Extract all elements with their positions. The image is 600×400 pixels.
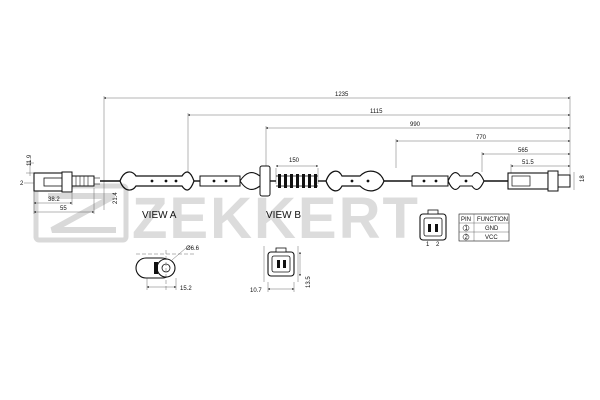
pin-function-table: PIN FUNCTION 1 GND 2 VCC	[458, 213, 510, 242]
table-header-pin: PIN	[461, 217, 471, 223]
table-cell-pin: 1	[465, 226, 469, 232]
table-header-function: FUNCTION	[477, 217, 508, 223]
dimension-lines: 1235 1115 990 770 565 51.5 150	[103, 92, 571, 184]
dim-150: 150	[289, 158, 300, 164]
dim-6-6: Ø6.6	[186, 246, 200, 252]
table-cell-function: VCC	[485, 235, 498, 241]
logo-text: ZEKKERT	[132, 186, 420, 251]
view-b-detail: 10.7 13.5	[250, 246, 312, 294]
table-cell-function: GND	[485, 226, 499, 232]
dim-small-left: 2	[20, 181, 24, 187]
view-a-label: VIEW A	[142, 210, 177, 221]
table-row: 1 GND	[462, 224, 499, 232]
view-b-label: VIEW B	[266, 210, 301, 221]
dim-55: 55	[60, 206, 67, 212]
table-row: 2 VCC	[462, 233, 498, 241]
dim-38-2: 38.2	[48, 197, 60, 203]
zekkert-watermark-logo: ZEKKERT	[33, 183, 420, 251]
svg-text:2: 2	[436, 242, 440, 248]
table-cell-pin: 2	[465, 235, 469, 241]
dim-1235: 1235	[335, 92, 349, 98]
dim-10-7: 10.7	[250, 288, 262, 294]
dim-11-9: 11.9	[27, 154, 33, 166]
dim-21-4: 21.4	[113, 192, 119, 204]
dim-13-5: 13.5	[306, 276, 312, 288]
view-a-detail: Ø6.6 15.2	[135, 246, 200, 292]
svg-text:1: 1	[426, 242, 430, 248]
sensor-head: 11.9 2 38.2 55 21.4	[20, 154, 119, 214]
corrugated-tube	[276, 174, 318, 188]
connector-face-icon: 1 2	[419, 209, 447, 248]
dim-990: 990	[410, 122, 421, 128]
dim-15-2: 15.2	[180, 286, 192, 292]
dim-51-5: 51.5	[522, 160, 534, 166]
dim-small-right: 18	[580, 175, 586, 182]
dim-770: 770	[476, 135, 487, 141]
dim-1115: 1115	[370, 109, 383, 115]
cable	[100, 165, 508, 197]
dim-565: 565	[518, 148, 529, 154]
connector-right: 18	[507, 170, 586, 192]
